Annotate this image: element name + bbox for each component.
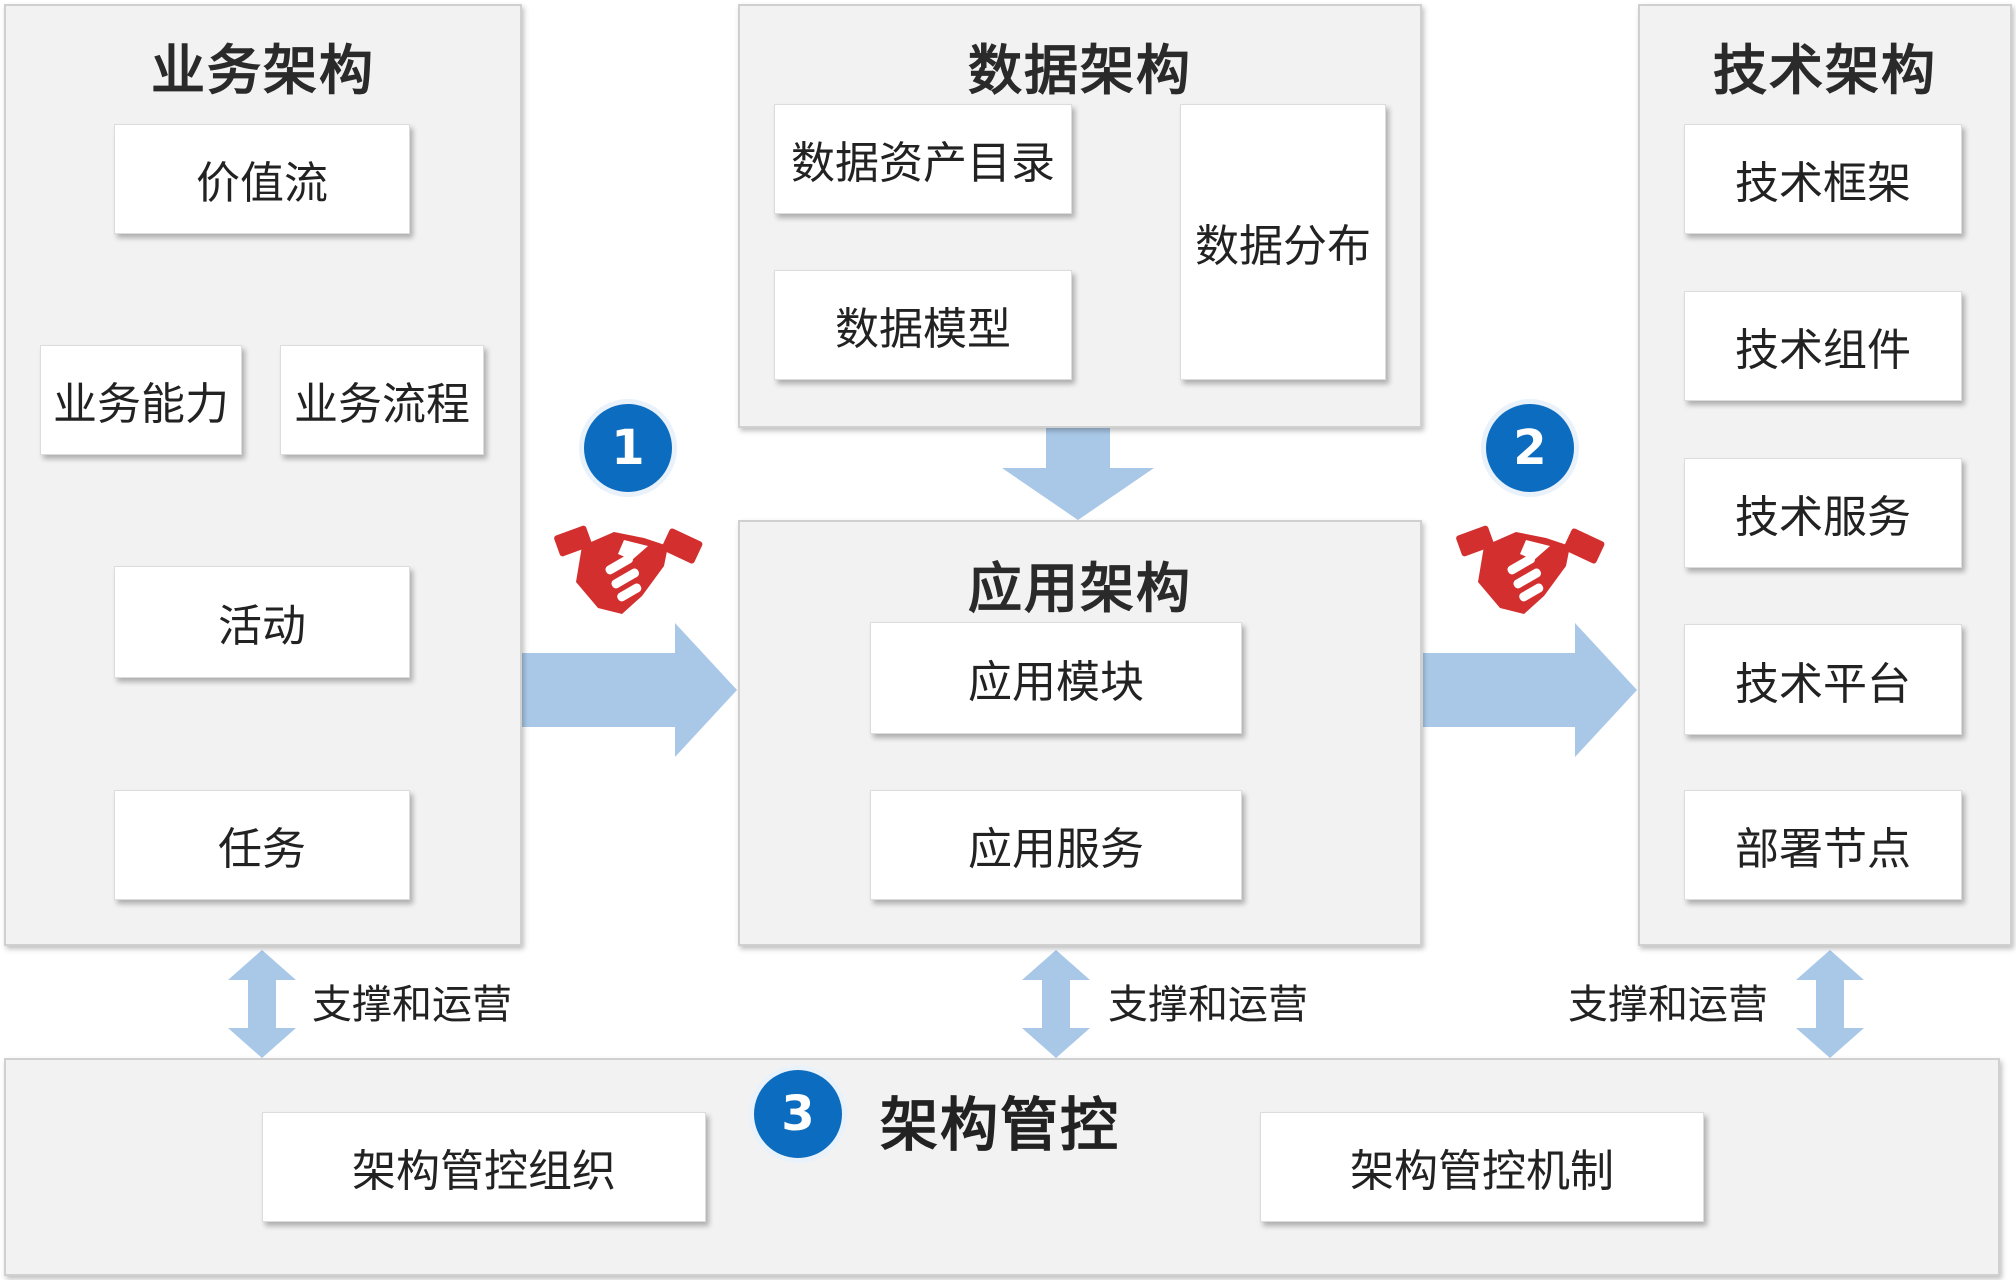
- data-architecture-title: 数据架构: [968, 39, 1192, 102]
- value-stream-box: 价值流: [114, 124, 410, 234]
- technology-service-box: 技术服务: [1684, 458, 1962, 568]
- architecture-governance-title: 架构管控: [880, 1091, 1121, 1159]
- task-box: 任务: [114, 790, 410, 900]
- business-process-box: 业务流程: [280, 345, 484, 455]
- business-architecture-title: 业务架构: [151, 39, 375, 102]
- handshake-icon: [554, 525, 703, 614]
- support-label-technology: 支撑和运营: [1568, 982, 1768, 1028]
- data-distribution-box: 数据分布: [1180, 104, 1386, 380]
- technology-component-box: 技术组件: [1684, 291, 1962, 401]
- governance-organization-box: 架构管控组织: [262, 1112, 706, 1222]
- application-module-box: 应用模块: [870, 622, 1242, 734]
- technology-architecture-title: 技术架构: [1713, 39, 1937, 102]
- arrow-data-to-application: [1002, 428, 1154, 520]
- business-capability-box: 业务能力: [40, 345, 242, 455]
- support-arrows: [228, 950, 1864, 1058]
- handshake-icon: [1456, 525, 1605, 614]
- data-model-box: 数据模型: [774, 270, 1072, 380]
- activity-box: 活动: [114, 566, 410, 678]
- support-label-application: 支撑和运营: [1108, 982, 1308, 1028]
- data-asset-catalog-box: 数据资产目录: [774, 104, 1072, 214]
- application-service-box: 应用服务: [870, 790, 1242, 900]
- technology-framework-box: 技术框架: [1684, 124, 1962, 234]
- governance-mechanism-box: 架构管控机制: [1260, 1112, 1704, 1222]
- deployment-node-box: 部署节点: [1684, 790, 1962, 900]
- step-badge-1: 1: [584, 404, 672, 492]
- arrow-application-to-technology: [1423, 623, 1637, 757]
- integration-arrows: [522, 428, 1637, 757]
- application-architecture-title: 应用架构: [968, 557, 1192, 620]
- step-badge-2: 2: [1486, 404, 1574, 492]
- arrow-business-to-application: [522, 623, 737, 757]
- support-label-business: 支撑和运营: [312, 982, 512, 1028]
- support-arrow-technology: [1796, 950, 1864, 1058]
- step-badge-3: 3: [754, 1070, 842, 1158]
- support-arrow-business: [228, 950, 296, 1058]
- technology-platform-box: 技术平台: [1684, 624, 1962, 735]
- support-arrow-application: [1022, 950, 1090, 1058]
